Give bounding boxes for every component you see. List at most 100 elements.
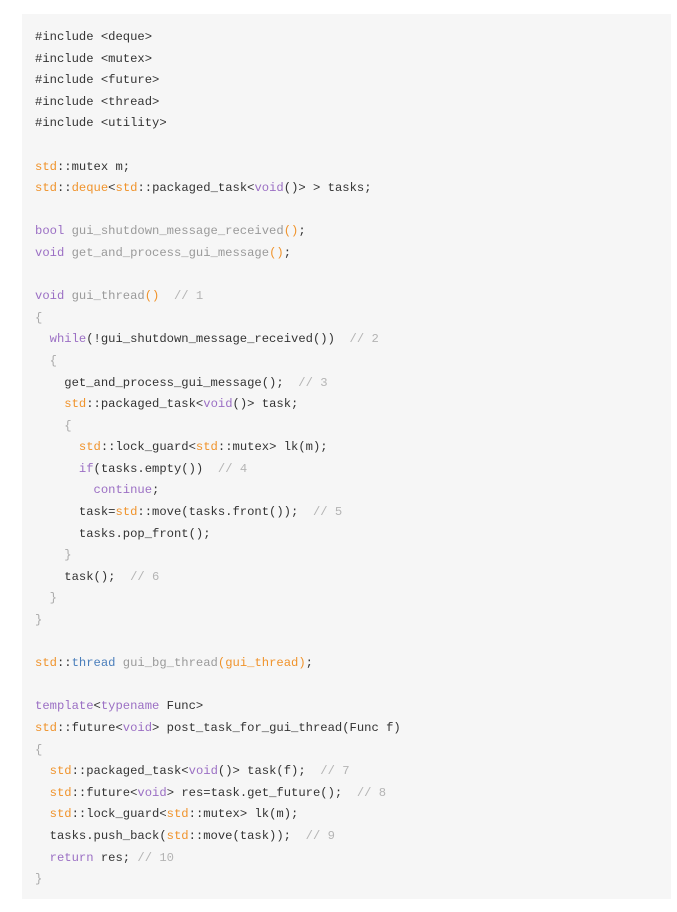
code-token-fn: gui_shutdown_message_received bbox=[64, 224, 284, 239]
code-token-brace: { bbox=[35, 310, 43, 325]
code-token-kw: template bbox=[35, 699, 94, 714]
code-token-comment: // 1 bbox=[159, 289, 204, 304]
code-line: if(tasks.empty()) // 4 bbox=[35, 459, 671, 481]
code-token-brace: { bbox=[35, 353, 57, 368]
code-token-paren: () bbox=[144, 289, 160, 304]
code-line: #include <utility> bbox=[35, 113, 671, 135]
code-token-kw: void bbox=[35, 289, 65, 304]
code-token-plain: < bbox=[93, 699, 101, 714]
code-token-std: std bbox=[115, 181, 138, 196]
code-token-plain: ()> > tasks; bbox=[283, 181, 372, 196]
code-line: #include <future> bbox=[35, 70, 671, 92]
code-token-std: std bbox=[166, 807, 189, 822]
code-line: task(); // 6 bbox=[35, 567, 671, 589]
code-token-plain: (!gui_shutdown_message_received()) bbox=[86, 332, 335, 347]
code-line: } bbox=[35, 588, 671, 610]
code-line: continue; bbox=[35, 480, 671, 502]
code-token-plain: ::mutex> lk(m); bbox=[217, 440, 328, 455]
code-token-plain bbox=[35, 462, 79, 476]
code-line: template<typename Func> bbox=[35, 696, 671, 718]
code-token-plain bbox=[35, 764, 50, 778]
code-line bbox=[35, 265, 671, 287]
code-line: #include <thread> bbox=[35, 92, 671, 114]
code-token-std: deque bbox=[71, 181, 109, 196]
code-token-plain: ()> task; bbox=[232, 397, 299, 412]
code-token-std: std bbox=[64, 397, 87, 412]
code-token-std: std bbox=[195, 440, 218, 455]
code-token-plain bbox=[35, 807, 50, 821]
code-token-paren: () bbox=[283, 224, 299, 239]
code-token-plain: ; bbox=[305, 656, 313, 671]
code-token-fn: get_and_process_gui_message bbox=[64, 245, 270, 260]
code-line bbox=[35, 135, 671, 157]
code-token-brace: } bbox=[35, 613, 43, 628]
code-line: std::packaged_task<void()> task(f); // 7 bbox=[35, 761, 671, 783]
code-token-plain: #include <future> bbox=[35, 73, 160, 88]
code-token-plain: ::lock_guard< bbox=[71, 807, 167, 822]
code-token-kw: typename bbox=[100, 699, 160, 714]
code-token-std: std bbox=[35, 656, 57, 671]
code-token-plain: < bbox=[108, 181, 116, 196]
code-line: while(!gui_shutdown_message_received()) … bbox=[35, 329, 671, 351]
code-line: std::lock_guard<std::mutex> lk(m); bbox=[35, 804, 671, 826]
code-line: std::future<void> res=task.get_future();… bbox=[35, 783, 671, 805]
code-line: void gui_thread() // 1 bbox=[35, 286, 671, 308]
code-token-std: std bbox=[35, 181, 57, 196]
code-token-plain bbox=[35, 483, 94, 497]
code-line: std::deque<std::packaged_task<void()> > … bbox=[35, 178, 671, 200]
code-token-plain bbox=[35, 397, 64, 411]
code-token-plain: ::packaged_task< bbox=[137, 181, 255, 196]
code-token-kw: void bbox=[35, 245, 65, 260]
code-token-kw: void bbox=[188, 764, 218, 779]
code-token-comment: // 2 bbox=[334, 332, 379, 347]
code-line: tasks.pop_front(); bbox=[35, 524, 671, 546]
code-line bbox=[35, 200, 671, 222]
code-token-plain: Func> bbox=[159, 699, 204, 714]
code-token-plain bbox=[35, 332, 50, 346]
code-token-brace: { bbox=[35, 742, 43, 757]
code-line: void get_and_process_gui_message(); bbox=[35, 243, 671, 265]
code-token-plain: :: bbox=[56, 181, 72, 196]
code-token-comment: // 3 bbox=[283, 375, 328, 390]
code-token-kw: continue bbox=[93, 483, 153, 498]
code-token-fn: gui_bg_thread bbox=[115, 656, 218, 671]
code-token-plain: ::mutex> lk(m); bbox=[188, 807, 299, 822]
code-line: std::packaged_task<void()> task; bbox=[35, 394, 671, 416]
code-token-plain: ::lock_guard< bbox=[100, 440, 196, 455]
code-token-std: std bbox=[35, 159, 57, 174]
code-token-std: std bbox=[35, 721, 57, 735]
code-token-plain: tasks.pop_front(); bbox=[35, 526, 211, 541]
code-token-plain: ::move(task)); bbox=[188, 828, 292, 843]
code-token-plain: res; bbox=[93, 850, 131, 865]
code-token-plain bbox=[35, 440, 79, 454]
code-line: task=std::move(tasks.front()); // 5 bbox=[35, 502, 671, 524]
code-token-plain: ; bbox=[152, 483, 160, 498]
code-token-comment: // 4 bbox=[203, 461, 248, 476]
code-token-plain: ::future< bbox=[71, 785, 138, 800]
code-token-plain: ; bbox=[298, 224, 306, 239]
code-token-paren: () bbox=[269, 245, 284, 260]
code-token-brace: } bbox=[35, 872, 43, 887]
code-line: { bbox=[35, 740, 671, 762]
code-line bbox=[35, 632, 671, 654]
code-token-plain: ; bbox=[283, 245, 292, 260]
code-token-plain: #include <deque> bbox=[35, 30, 153, 44]
code-token-kw: void bbox=[122, 721, 153, 735]
code-token-plain: ::mutex m; bbox=[56, 159, 131, 174]
code-token-plain: ()> task(f); bbox=[217, 764, 306, 779]
code-line: { bbox=[35, 308, 671, 330]
code-token-paren: (gui_thread) bbox=[217, 656, 306, 671]
code-line: { bbox=[35, 416, 671, 438]
code-token-plain: ::packaged_task< bbox=[86, 397, 204, 412]
code-line: #include <deque> bbox=[35, 27, 671, 49]
code-token-kw: while bbox=[49, 332, 87, 347]
code-line: get_and_process_gui_message(); // 3 bbox=[35, 373, 671, 395]
code-line: } bbox=[35, 610, 671, 632]
code-token-std: std bbox=[49, 764, 72, 779]
code-token-plain: :: bbox=[56, 656, 72, 671]
code-token-kw: bool bbox=[35, 224, 65, 239]
code-token-comment: // 8 bbox=[342, 785, 387, 800]
code-token-kw: void bbox=[137, 785, 167, 800]
code-token-std: std bbox=[166, 828, 189, 843]
code-token-kw: if bbox=[78, 461, 94, 476]
